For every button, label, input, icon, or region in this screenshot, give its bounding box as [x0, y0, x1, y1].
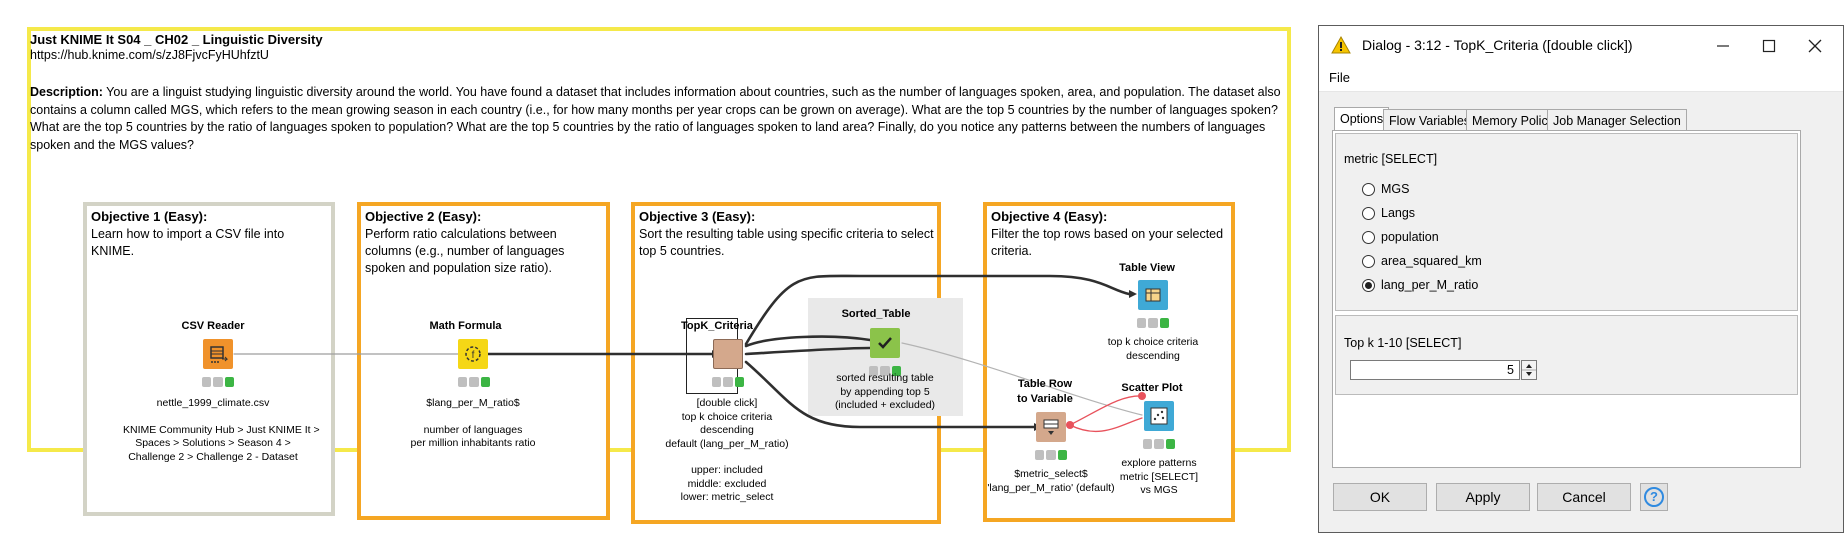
- table-view-node[interactable]: [1138, 280, 1168, 310]
- checkmark-icon: [878, 337, 892, 349]
- metric-select-group: metric [SELECT] MGS Langs population are…: [1335, 133, 1798, 311]
- math-formula-icon: f: [465, 346, 481, 362]
- menu-file[interactable]: File: [1329, 70, 1350, 85]
- math-formula-node[interactable]: f: [458, 339, 488, 369]
- radio-button-selected[interactable]: [1362, 278, 1375, 292]
- objective-3-title: Objective 3 (Easy):: [639, 209, 756, 224]
- csv-reader-node[interactable]: [203, 339, 233, 369]
- radio-button[interactable]: [1362, 182, 1375, 196]
- radio-lang-per-m-ratio[interactable]: lang_per_M_ratio: [1362, 276, 1478, 294]
- description-label: Description:: [30, 85, 103, 99]
- topk-spinner[interactable]: [1521, 360, 1537, 380]
- math-formula-caption: $lang_per_M_ratio$ number of languages p…: [410, 397, 536, 449]
- minimize-icon[interactable]: [1715, 38, 1731, 54]
- table-row-var-caption: $metric_select$ 'lang_per_M_ratio' (defa…: [987, 468, 1115, 494]
- topk-value-field[interactable]: 5: [1350, 360, 1520, 380]
- radio-population[interactable]: population: [1362, 228, 1439, 246]
- topk-status: [712, 377, 744, 387]
- connection-sorted-to-scatter: [901, 342, 1143, 416]
- dialog-titlebar[interactable]: Dialog - 3:12 - TopK_Criteria ([double c…: [1319, 26, 1843, 65]
- connection-var-to-scatter: [1069, 395, 1143, 426]
- topk-select-label: Top k 1-10 [SELECT]: [1344, 336, 1462, 350]
- dialog-title: Dialog - 3:12 - TopK_Criteria ([double c…: [1362, 37, 1633, 53]
- connection-topk-to-sorted-2: [744, 346, 872, 356]
- tab-job-manager-selection[interactable]: Job Manager Selection: [1547, 109, 1687, 131]
- csv-reader-caption: nettle_1999_climate.csv KNIME Community …: [123, 397, 320, 463]
- spinner-arrows-icon[interactable]: [1522, 361, 1536, 379]
- connection-topk-to-tableview: [744, 274, 1131, 346]
- scatter-plot-icon: [1150, 407, 1168, 425]
- sorted-table-node[interactable]: [870, 328, 900, 358]
- radio-button[interactable]: [1362, 230, 1375, 244]
- options-panel: metric [SELECT] MGS Langs population are…: [1332, 130, 1801, 468]
- objective-4-text: Filter the top rows based on your select…: [991, 227, 1224, 258]
- radio-mgs[interactable]: MGS: [1362, 180, 1409, 198]
- warning-icon: [1331, 36, 1351, 54]
- tab-options[interactable]: Options: [1334, 107, 1390, 131]
- dialog-menubar: File: [1319, 65, 1843, 92]
- metric-select-label: metric [SELECT]: [1344, 152, 1438, 166]
- objective-3-annotation: Objective 3 (Easy): Sort the resulting t…: [631, 202, 941, 524]
- table-view-label: Table View: [1119, 262, 1175, 274]
- sorted-table-status: [869, 366, 901, 376]
- table-view-icon: [1145, 288, 1161, 302]
- math-formula-label: Math Formula: [429, 320, 502, 332]
- topk-component-node[interactable]: [713, 339, 743, 369]
- csv-reader-icon: [210, 346, 229, 363]
- objective-2-annotation: Objective 2 (Easy): Perform ratio calcul…: [357, 202, 610, 520]
- table-row-var-label: Table Row to Variable: [1017, 378, 1073, 405]
- connection-topk-to-sorted-1: [744, 335, 872, 348]
- svg-text:f: f: [472, 350, 475, 361]
- objective-2-title: Objective 2 (Easy):: [365, 209, 482, 224]
- objective-3-text: Sort the resulting table using specific …: [639, 227, 934, 258]
- objective-4-annotation: Objective 4 (Easy): Filter the top rows …: [983, 202, 1235, 522]
- connection-topk-to-tablerow: [744, 360, 1036, 429]
- help-icon: ?: [1644, 487, 1664, 507]
- help-button[interactable]: ?: [1640, 483, 1668, 511]
- objective-2-text: Perform ratio calculations between colum…: [365, 227, 565, 275]
- tab-memory-policy[interactable]: Memory Policy: [1466, 109, 1560, 131]
- scatter-plot-label: Scatter Plot: [1121, 382, 1183, 394]
- connection-var-to-scatter-2: [1069, 417, 1143, 433]
- objective-1-title: Objective 1 (Easy):: [91, 209, 208, 224]
- cancel-button[interactable]: Cancel: [1537, 483, 1631, 511]
- apply-button[interactable]: Apply: [1436, 483, 1530, 511]
- topk-caption: [double click] top k choice criteria des…: [665, 397, 789, 503]
- radio-area-squared-km[interactable]: area_squared_km: [1362, 252, 1482, 270]
- table-to-variable-icon: [1043, 419, 1059, 435]
- workflow-url[interactable]: https://hub.knime.com/s/zJ8FjvcFyHUhfztU: [30, 48, 269, 62]
- scatter-plot-status: [1143, 439, 1175, 449]
- radio-button[interactable]: [1362, 254, 1375, 268]
- csv-reader-label: CSV Reader: [181, 320, 245, 332]
- workflow-title: Just KNIME It S04 _ CH02 _ Linguistic Di…: [30, 32, 323, 47]
- table-row-var-node[interactable]: [1036, 412, 1066, 442]
- math-formula-status: [458, 377, 490, 387]
- tab-flow-variables[interactable]: Flow Variables: [1383, 109, 1477, 131]
- sorted-table-label: Sorted_Table: [841, 308, 911, 320]
- topk-config-dialog: Dialog - 3:12 - TopK_Criteria ([double c…: [1318, 25, 1844, 533]
- objective-1-text: Learn how to import a CSV file into KNIM…: [91, 227, 285, 258]
- csv-reader-status: [202, 377, 234, 387]
- ok-button[interactable]: OK: [1333, 483, 1427, 511]
- workflow-canvas[interactable]: Just KNIME It S04 _ CH02 _ Linguistic Di…: [0, 0, 1320, 559]
- scatter-plot-node[interactable]: [1144, 401, 1174, 431]
- table-view-caption: top k choice criteria descending: [1107, 336, 1199, 362]
- objective-4-title: Objective 4 (Easy):: [991, 209, 1108, 224]
- connections-layer: [233, 274, 1146, 433]
- table-view-status: [1137, 318, 1169, 328]
- workflow-description: Description: You are a linguist studying…: [30, 84, 1290, 154]
- close-icon[interactable]: [1807, 38, 1823, 54]
- scatter-plot-caption: explore patterns metric [SELECT] vs MGS: [1119, 457, 1199, 496]
- radio-langs[interactable]: Langs: [1362, 204, 1415, 222]
- table-row-var-status: [1035, 450, 1067, 460]
- topk-select-group: Top k 1-10 [SELECT] 5: [1335, 315, 1798, 395]
- description-text: You are a linguist studying linguistic d…: [30, 85, 1281, 152]
- radio-button[interactable]: [1362, 206, 1375, 220]
- sorted-table-caption: sorted resulting table by appending top …: [834, 372, 936, 411]
- topk-label: TopK_Criteria: [681, 320, 753, 332]
- maximize-icon[interactable]: [1761, 38, 1777, 54]
